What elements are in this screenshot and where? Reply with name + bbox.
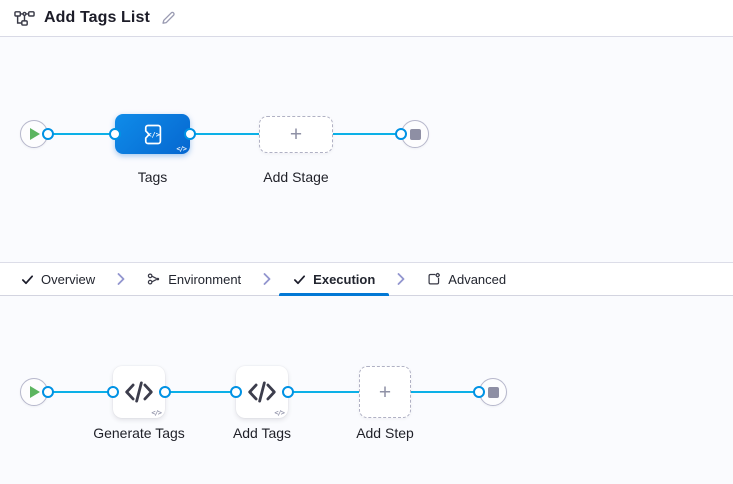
port [42,386,54,398]
play-icon [30,386,40,398]
step-label: Generate Tags [93,425,185,441]
stop-icon [487,386,499,398]
header: Add Tags List [0,0,733,37]
custom-stage-icon: </> [144,124,162,144]
stage-label: Tags [137,169,168,185]
tab-label: Advanced [448,271,507,287]
execution-canvas: </> </> + Generate Tags Add Tags Add Ste… [0,296,733,484]
port [184,128,196,140]
stage-config-tabbar: Overview Environment Execution [0,262,733,296]
edit-pencil-icon[interactable] [160,10,176,26]
add-step-label: Add Step [356,425,414,441]
port [159,386,171,398]
add-step-button[interactable]: + [359,366,411,418]
stage-node-tags[interactable]: </> </> [115,114,190,154]
code-badge-icon: </> [274,409,285,417]
add-stage-button[interactable]: + [259,116,333,153]
check-icon [294,274,306,284]
code-badge-icon: </> [176,145,187,153]
play-icon [30,128,40,140]
environment-icon [147,273,160,285]
plus-icon: + [289,123,303,146]
port [282,386,294,398]
port [473,386,485,398]
port [107,386,119,398]
page-title: Add Tags List [44,9,150,26]
tab-overview[interactable]: Overview [6,263,110,295]
tab-environment[interactable]: Environment [132,263,256,295]
port [109,128,121,140]
plus-icon: + [378,380,392,404]
port [230,386,242,398]
check-icon [21,274,34,284]
tab-label: Execution [313,271,376,287]
port [42,128,54,140]
step-node-generate-tags[interactable]: </> [113,366,165,418]
code-icon [125,381,153,403]
code-icon [248,381,276,403]
step-label: Add Tags [232,425,292,441]
tab-execution[interactable]: Execution [278,263,390,296]
chevron-right-icon [390,263,412,295]
chevron-right-icon [110,263,132,295]
stop-icon [409,128,421,140]
chevron-right-icon [256,263,278,295]
port [395,128,407,140]
tab-label: Environment [168,271,242,287]
stage-canvas: </> </> + Tags Add Stage [0,37,733,262]
stage-edge [48,133,401,135]
pipeline-icon [14,9,35,28]
tab-advanced[interactable]: Advanced [412,263,521,295]
add-stage-label: Add Stage [263,169,329,185]
svg-text:</>: </> [147,131,160,139]
code-badge-icon: </> [151,409,162,417]
page-gear-icon [428,272,441,285]
step-node-add-tags[interactable]: </> [236,366,288,418]
tab-label: Overview [41,271,96,287]
